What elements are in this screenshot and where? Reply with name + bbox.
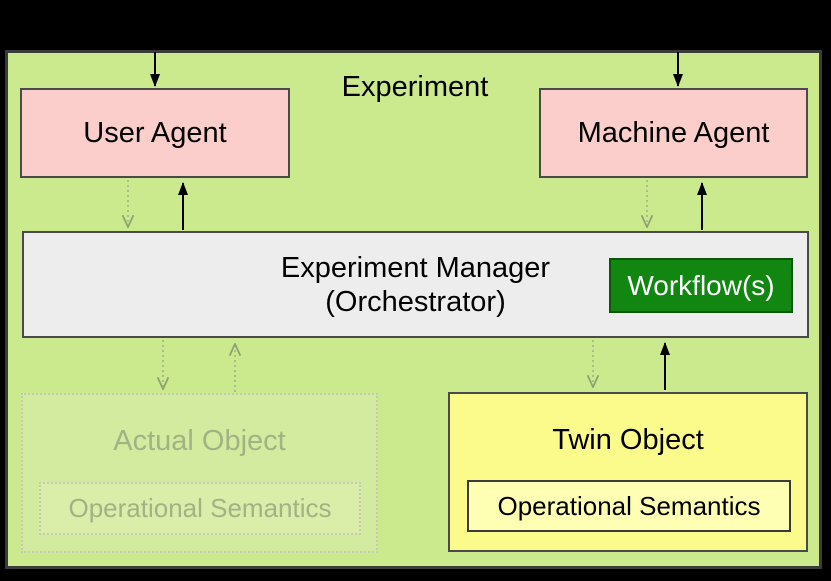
- experiment-manager-label-line2: (Orchestrator): [325, 285, 506, 318]
- experiment-manager-label-line1: Experiment Manager: [280, 251, 551, 284]
- workflow-box: Workflow(s): [609, 258, 793, 313]
- twin-object-box: Twin Object Operational Semantics: [448, 392, 808, 552]
- twin-object-semantics-label: Operational Semantics: [497, 490, 761, 521]
- machine-agent-label: Machine Agent: [577, 116, 770, 149]
- workflow-label: Workflow(s): [627, 269, 775, 301]
- machine-agent-box: Machine Agent: [539, 88, 808, 178]
- experiment-manager-box: Experiment Manager (Orchestrator): [22, 231, 809, 338]
- twin-object-label: Twin Object: [552, 424, 704, 456]
- actual-object-box: Actual Object Operational Semantics: [21, 393, 378, 553]
- user-agent-box: User Agent: [20, 88, 290, 178]
- actual-object-semantics-box: Operational Semantics: [39, 482, 361, 535]
- experiment-title: Experiment: [341, 71, 489, 103]
- user-agent-label: User Agent: [83, 116, 227, 149]
- twin-object-semantics-box: Operational Semantics: [467, 480, 791, 532]
- actual-object-label: Actual Object: [113, 425, 286, 457]
- actual-object-semantics-label: Operational Semantics: [68, 493, 332, 523]
